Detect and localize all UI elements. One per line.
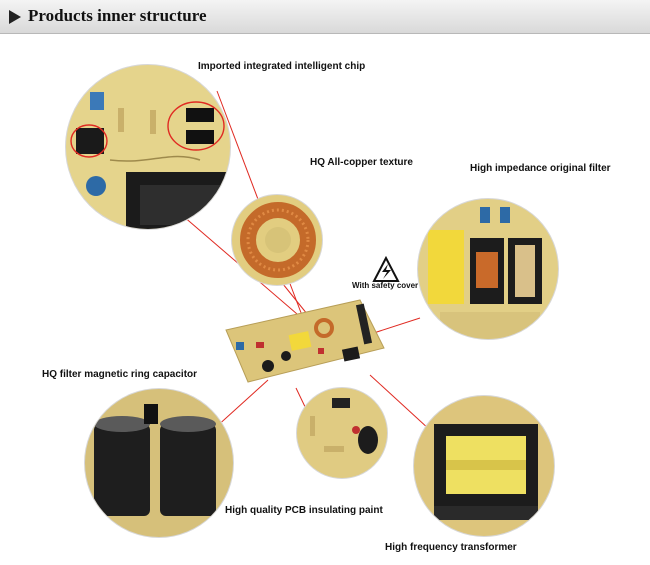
label-ring: HQ filter magnetic ring capacitor	[42, 369, 198, 380]
label-filter: High impedance original filter	[470, 163, 611, 174]
copper-toroid-closeup	[231, 194, 323, 286]
label-transformer: High frequency transformer	[385, 542, 517, 553]
label-chip: Imported integrated intelligent chip	[198, 61, 366, 72]
capacitor-closeup	[84, 388, 234, 538]
play-arrow-icon	[9, 10, 21, 24]
label-copper: HQ All-copper texture	[310, 157, 413, 168]
transformer-closeup	[413, 395, 555, 537]
pcb-paint-closeup	[296, 387, 388, 479]
high-voltage-warning-icon	[372, 255, 400, 282]
main-pcb-board	[225, 299, 385, 383]
chip-closeup	[65, 64, 231, 230]
label-safety: With safety cover	[352, 281, 419, 290]
section-header: Products inner structure	[0, 0, 650, 34]
filter-closeup	[417, 198, 559, 340]
label-paint: High quality PCB insulating paint	[225, 505, 383, 516]
section-title: Products inner structure	[28, 6, 207, 25]
